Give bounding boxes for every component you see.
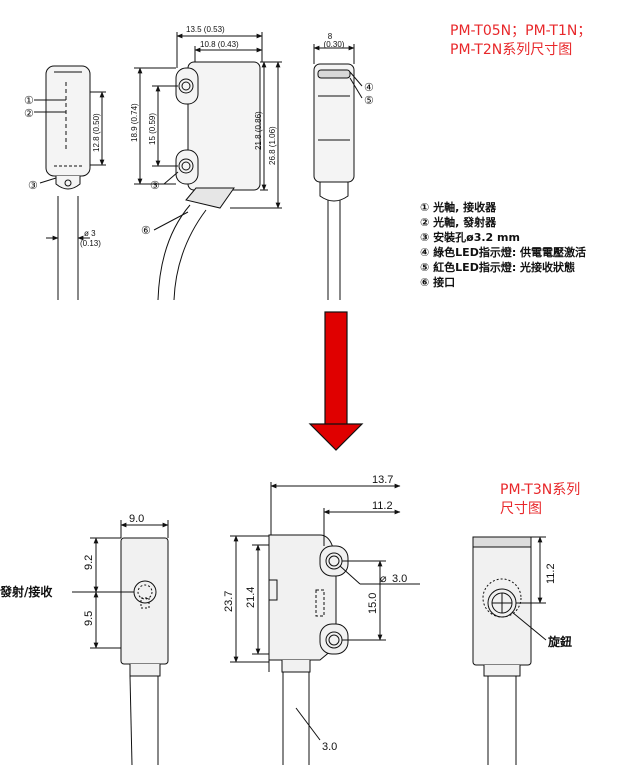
dim-bottom-height-body: 21.4 [245,587,257,608]
callout-4: ④ [364,82,374,94]
top-title-line2: PM-T2N系列尺寸图 [450,42,573,58]
bottom-end-view [472,536,547,765]
diameter-icon: ⌀ [380,573,387,585]
callout-6: ⑥ [141,225,151,237]
dim-bottom-hole: 3.0 [392,573,407,585]
legend-item: ④ 綠色LED指示燈: 供電電壓激活 [420,246,587,259]
legend: ① 光軸, 接收器 ② 光軸, 發射器 ③ 安裝孔ø3.2 mm ④ 綠色LED… [420,200,586,290]
label-emit-receive: 發射/接收 [0,584,52,599]
top-end-view [313,44,363,300]
legend-item: ② 光軸, 發射器 [420,216,497,229]
dim-bottom-width-total: 13.7 [372,474,393,486]
top-side-view [134,32,282,301]
dim-top-height-left: 12.8 (0.50) [92,113,101,152]
callout-5: ⑤ [364,95,374,107]
legend-item: ⑤ 紅色LED指示燈: 光接收狀態 [420,261,576,274]
dim-top-thickness-in: (0.30) [324,40,345,49]
dim-top-width-total: 13.5 (0.53) [186,25,225,34]
down-arrow [308,311,364,451]
bottom-front-view [90,520,169,766]
dim-top-height-15: 15 (0.59) [148,113,157,145]
dim-bottom-width-inner: 11.2 [372,500,393,512]
dim-top-height-268: 26.8 (1.06) [268,126,277,165]
bottom-title-line2: 尺寸图 [500,501,542,517]
dim-bottom-height-right: 11.2 [545,563,557,584]
dim-top-cable: ø 3 [84,229,96,238]
bottom-title-line1: PM-T3N系列 [500,482,581,498]
legend-item: ① 光軸, 接收器 [420,201,497,214]
callout-leaders [34,99,189,231]
dim-top-width-inner: 10.8 (0.43) [200,40,239,49]
bottom-side-view [230,482,420,765]
callout-2: ② [24,108,34,120]
callout-1: ① [24,95,34,107]
dim-bottom-width-front: 9.0 [129,513,144,525]
dim-top-cable-in: (0.13) [80,239,101,248]
label-knob: 旋鈕 [547,634,572,649]
dim-bottom-h-lower: 9.5 [83,611,95,626]
dim-bottom-height-total: 23.7 [223,591,235,612]
callout-3-front: ③ [28,180,38,192]
dim-top-height-218: 21.8 (0.86) [254,111,263,150]
callout-3-side: ③ [150,180,160,192]
legend-item: ⑥ 接口 [420,276,456,289]
dim-bottom-h-upper: 9.2 [83,555,95,570]
dim-top-thickness: 8 [328,32,333,41]
dim-top-height-189: 18.9 (0.74) [130,103,139,142]
dim-bottom-height-holes: 15.0 [367,593,379,614]
dim-bottom-cable: 3.0 [322,741,337,753]
legend-item: ③ 安裝孔ø3.2 mm [420,231,520,244]
top-front-view [45,65,106,300]
top-title-line1: PM-T05N；PM-T1N； [450,23,592,39]
